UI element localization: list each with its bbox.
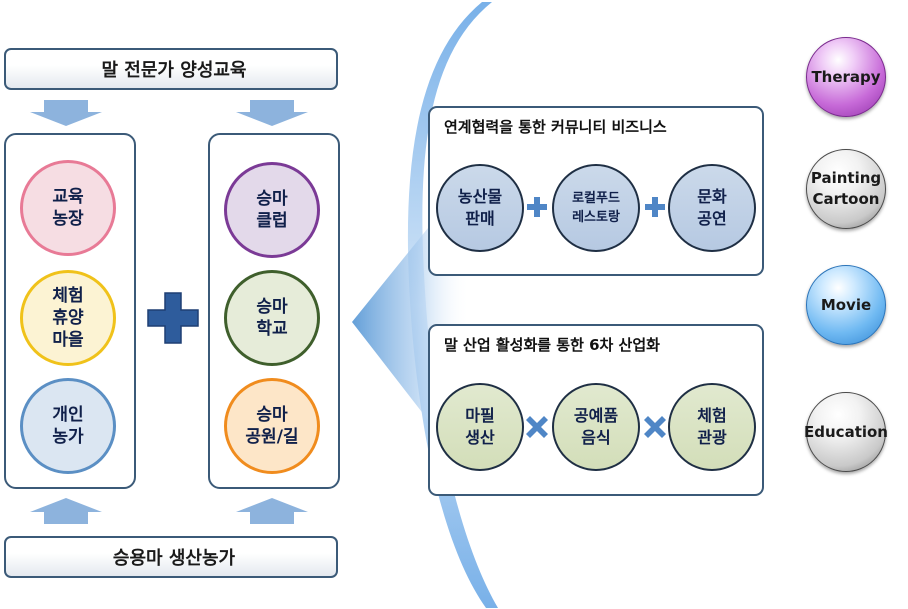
education-sphere: Education — [804, 392, 888, 472]
up-arrow-icon — [236, 498, 308, 524]
crafts-food-circle: 공예품 음식 — [552, 383, 640, 471]
movie-sphere: Movie — [806, 265, 886, 345]
times-icon — [526, 416, 548, 438]
riding-school-circle: 승마 학교 — [224, 270, 320, 366]
up-arrow-icon — [30, 498, 102, 524]
expert-training-banner: 말 전문가 양성교육 — [4, 48, 338, 90]
expert-training-label: 말 전문가 양성교육 — [101, 60, 247, 81]
down-arrow-icon — [236, 100, 308, 126]
individual-farm-circle: 개인 농가 — [20, 378, 116, 474]
riding-park-circle: 승마 공원/길 — [224, 378, 320, 474]
plus-icon — [147, 292, 199, 344]
farm-produce-sales-circle: 농산물 판매 — [436, 164, 524, 252]
cultural-performance-circle: 문화 공연 — [668, 164, 756, 252]
sixth-industry-title: 말 산업 활성화를 통한 6차 산업화 — [444, 336, 660, 354]
local-food-restaurant-circle: 로컬푸드 레스토랑 — [552, 164, 640, 252]
horse-breeding-label: 승용마 생산농가 — [112, 548, 236, 569]
plus-icon — [645, 197, 665, 217]
horse-breeding-banner: 승용마 생산농가 — [4, 536, 338, 578]
plus-icon — [527, 197, 547, 217]
riding-club-circle: 승마 클럽 — [224, 162, 320, 258]
education-farm-circle: 교육 농장 — [20, 160, 116, 256]
therapy-sphere: Therapy — [806, 37, 886, 117]
experience-tourism-circle: 체험 관광 — [668, 383, 756, 471]
community-business-title: 연계협력을 통한 커뮤니티 비즈니스 — [444, 118, 667, 136]
down-arrow-icon — [30, 100, 102, 126]
times-icon — [644, 416, 666, 438]
painting-cartoon-sphere: Painting Cartoon — [806, 149, 886, 229]
horse-production-circle: 마필 생산 — [436, 383, 524, 471]
experience-village-circle: 체험 휴양 마을 — [20, 270, 116, 366]
